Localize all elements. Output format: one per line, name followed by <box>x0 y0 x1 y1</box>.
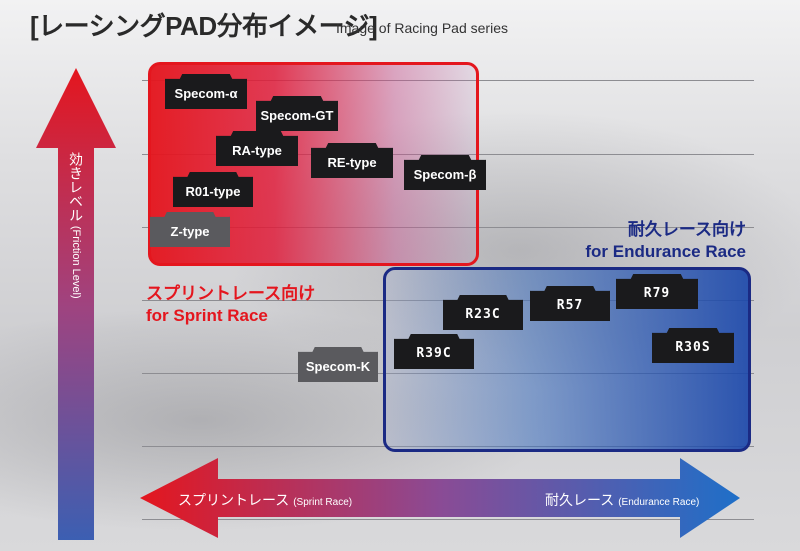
friction-level-arrow <box>36 68 116 540</box>
diagram-title: [レーシングPAD分布イメージ] <box>30 11 378 41</box>
endurance-group-label-en: for Endurance Race <box>585 242 746 261</box>
x-axis-left-label-en: (Sprint Race) <box>293 497 353 508</box>
pad-specom-k: Specom-K <box>298 347 378 382</box>
x-axis-right-label: 耐久レース (Endurance Race) <box>545 490 699 510</box>
pad-specom-gt: Specom-GT <box>256 96 338 131</box>
sprint-group-label-jp: スプリントレース向け <box>146 284 316 303</box>
pad-r79: R79 <box>616 274 698 309</box>
x-axis-left-label-jp: スプリントレース <box>178 492 290 508</box>
endurance-group-label: 耐久レース向け for Endurance Race <box>585 219 746 263</box>
pad-re-type: RE-type <box>311 143 393 178</box>
pad-specom-alpha: Specom-α <box>165 74 247 109</box>
x-axis-right-label-en: (Endurance Race) <box>618 497 700 508</box>
pad-r57: R57 <box>530 286 610 321</box>
pad-z-type: Z-type <box>150 212 230 247</box>
diagram-subtitle: Image of Racing Pad series <box>336 20 508 36</box>
x-axis-left-label: スプリントレース (Sprint Race) <box>178 490 352 510</box>
pad-r30s: R30S <box>652 328 734 363</box>
sprint-group-label-en: for Sprint Race <box>146 306 268 325</box>
x-axis-right-label-jp: 耐久レース <box>545 492 615 508</box>
grid-line <box>142 519 754 520</box>
pad-r01-type: R01-type <box>173 172 253 207</box>
pad-r39c: R39C <box>394 334 474 369</box>
y-axis-label-en: (Friction Level) <box>70 225 82 299</box>
race-type-arrow <box>140 458 740 538</box>
endurance-group-label-jp: 耐久レース向け <box>627 220 746 239</box>
pad-r23c: R23C <box>443 295 523 330</box>
sprint-group-label: スプリントレース向け for Sprint Race <box>146 283 315 327</box>
pad-ra-type: RA-type <box>216 131 298 166</box>
pad-specom-beta: Specom-β <box>404 155 486 190</box>
y-axis-label: 効きレベル (Friction Level) <box>66 152 86 299</box>
y-axis-label-jp: 効きレベル <box>68 152 84 222</box>
